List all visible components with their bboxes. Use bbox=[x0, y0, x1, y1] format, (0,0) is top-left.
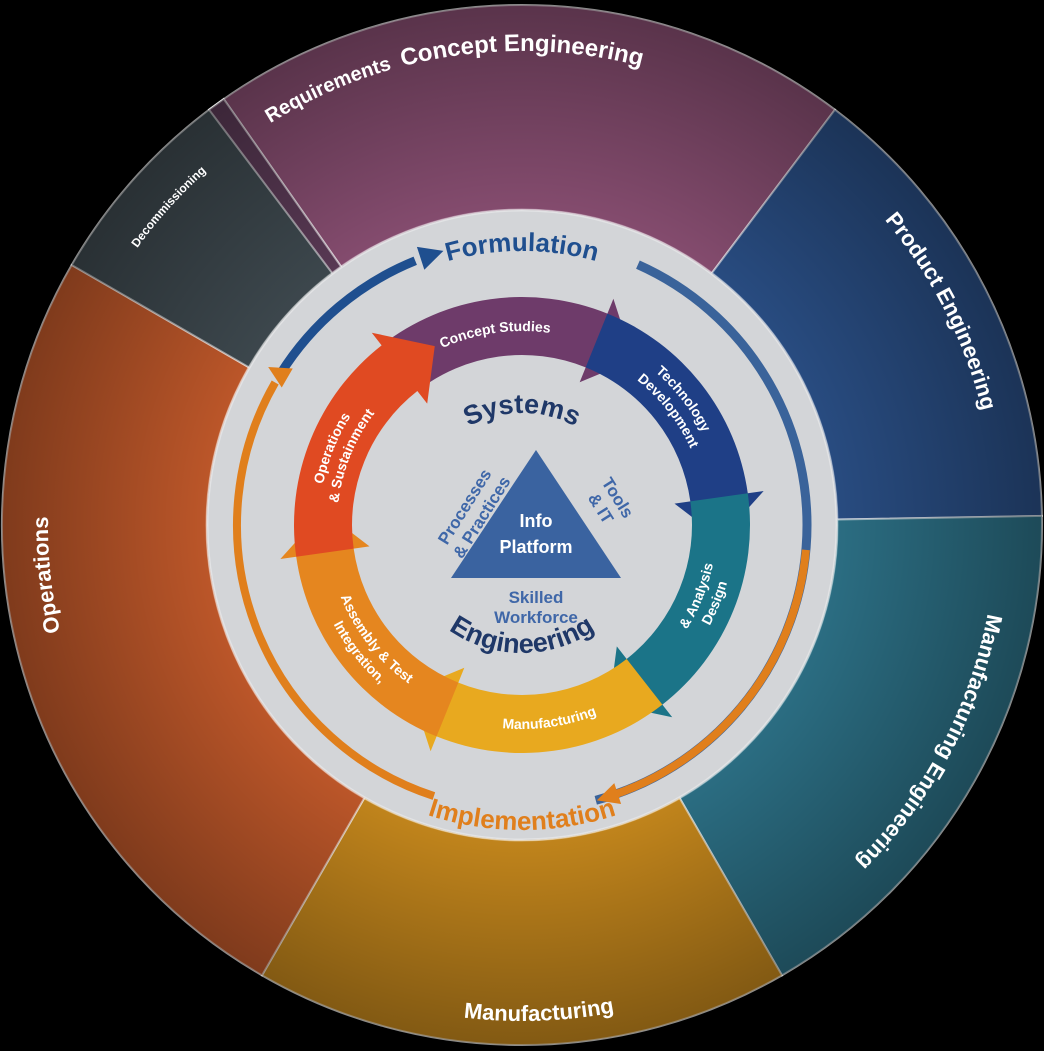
cycle-arrow-concept-studies bbox=[381, 297, 634, 392]
implementation-arrowhead-top bbox=[268, 366, 293, 388]
implementation-arrowhead-bottom bbox=[596, 783, 622, 805]
implementation-arc-right bbox=[608, 549, 810, 800]
formulation-arrowhead bbox=[416, 246, 444, 270]
triangle-line-1: Info bbox=[520, 511, 553, 531]
cycle-arrow-manufacturing bbox=[410, 658, 663, 754]
cycle-arrow-design-analysis bbox=[609, 493, 751, 718]
implementation-arc-left bbox=[233, 380, 436, 800]
cycle-arrow-operations-sustainment bbox=[294, 332, 435, 557]
lifecycle-cycle bbox=[280, 297, 764, 754]
cycle-arrow-integration-assembly-test bbox=[280, 511, 459, 737]
info-platform-triangle bbox=[451, 450, 621, 578]
skilled-line-1: Skilled bbox=[509, 588, 564, 607]
skilled-line-2: Workforce bbox=[494, 608, 578, 627]
triangle-line-2: Platform bbox=[499, 537, 572, 557]
cycle-arrow-technology-development bbox=[585, 313, 764, 539]
lifecycle-flow-arrows bbox=[233, 246, 812, 805]
formulation-arc-left bbox=[276, 256, 417, 377]
